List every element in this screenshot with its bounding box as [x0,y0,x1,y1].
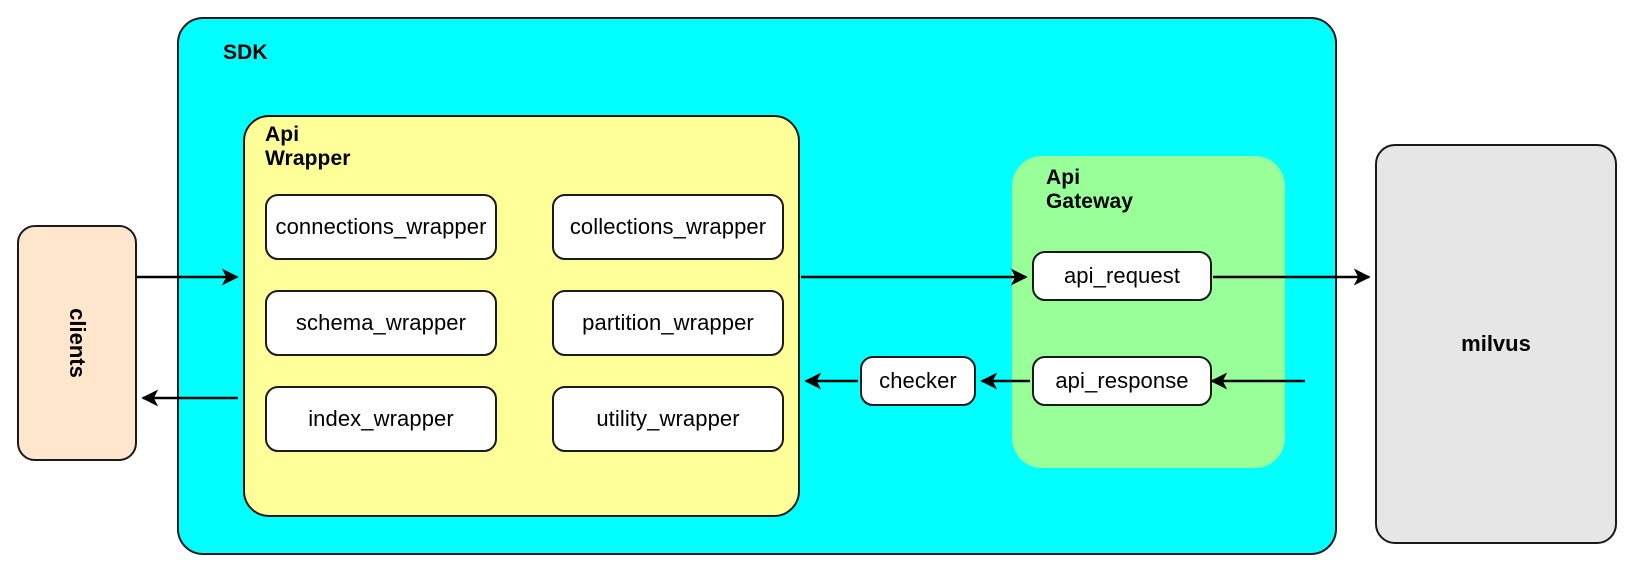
node-label: clients [64,308,90,378]
node-label: partition_wrapper [582,310,754,335]
node-label: collections_wrapper [569,214,767,239]
node-label: api_response [1055,368,1189,393]
node-partition-wrapper[interactable]: partition_wrapper [552,290,784,356]
node-milvus[interactable]: milvus [1375,144,1617,544]
node-label: milvus [1461,331,1531,356]
api-wrapper-label: Api Wrapper [265,123,351,171]
node-connections-wrapper[interactable]: connections_wrapper [265,194,497,260]
node-api-request[interactable]: api_request [1032,251,1212,301]
node-checker[interactable]: checker [860,356,976,406]
node-label: api_request [1063,263,1181,288]
node-label: index_wrapper [308,406,454,431]
node-label: checker [879,368,957,393]
node-schema-wrapper[interactable]: schema_wrapper [265,290,497,356]
node-index-wrapper[interactable]: index_wrapper [265,386,497,452]
node-collections-wrapper[interactable]: collections_wrapper [552,194,784,260]
node-clients[interactable]: clients [17,225,137,461]
node-label: utility_wrapper [596,406,740,431]
node-label: connections_wrapper [275,214,487,239]
sdk-label: SDK [223,41,268,64]
node-api-response[interactable]: api_response [1032,356,1212,406]
node-utility-wrapper[interactable]: utility_wrapper [552,386,784,452]
api-gateway-label: Api Gateway [1046,166,1134,214]
node-label: schema_wrapper [295,310,467,335]
api-gateway-container[interactable]: Api Gateway [1012,156,1285,468]
